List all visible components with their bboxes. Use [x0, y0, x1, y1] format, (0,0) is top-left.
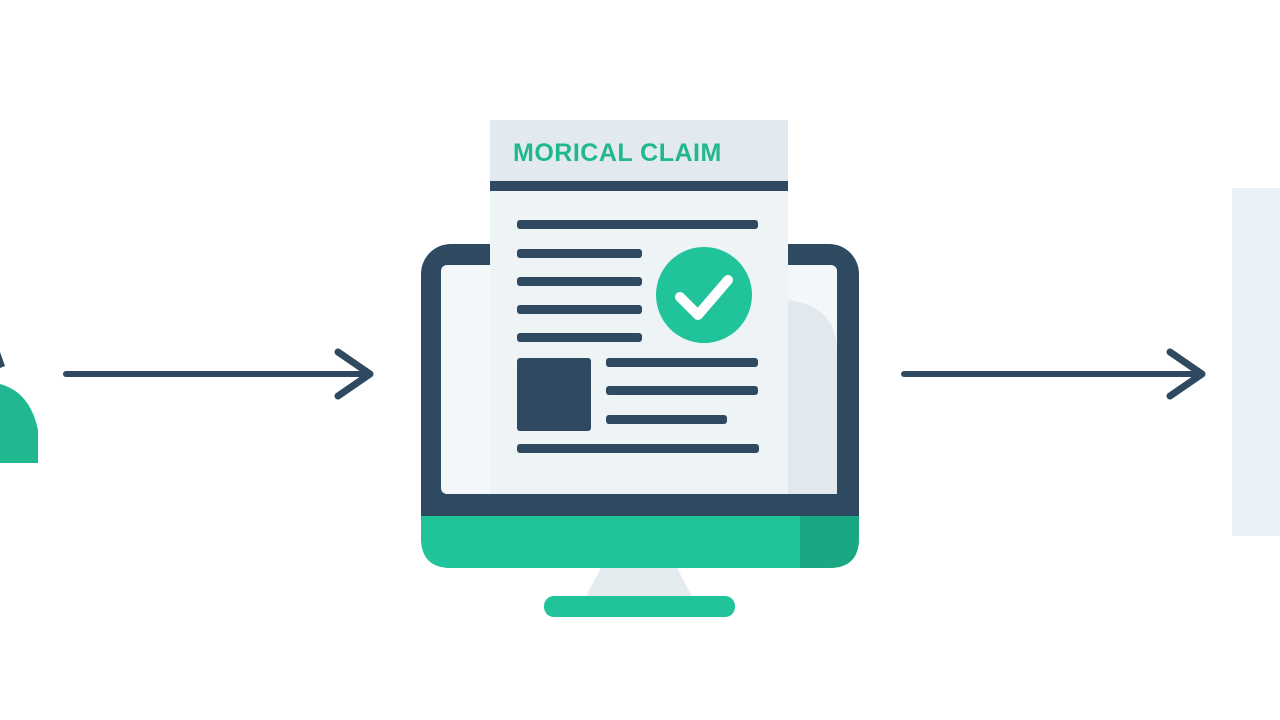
checkmark-circle-icon: [656, 247, 752, 343]
document-icon: [490, 120, 788, 494]
destination-panel: [1232, 188, 1280, 536]
arrow-out-icon: [901, 348, 1206, 400]
person-icon: [0, 352, 38, 463]
document-title: MORICAL CLAIM: [513, 138, 722, 167]
arrow-in-icon: [63, 348, 374, 400]
